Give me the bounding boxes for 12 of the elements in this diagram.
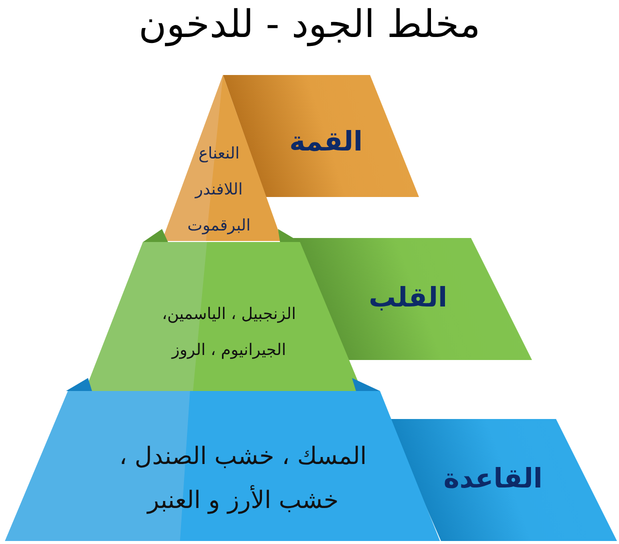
pyramid-tier: [5, 378, 440, 541]
ingredient-text: الزنجبيل ، الياسمين، الجيرانيوم ، الروز: [161, 303, 297, 361]
tier-label: القاعدة: [444, 464, 542, 494]
pyramid-tier: [162, 75, 282, 241]
tier-label: القلب: [368, 282, 448, 314]
ingredient-text: اللافندر: [195, 180, 243, 198]
ingredient-text: البرقموت: [187, 216, 251, 234]
diagram-title: مخلط الجود - للدخون: [138, 2, 480, 46]
tier-label: القمة: [289, 126, 363, 158]
ingredient-text: النعناع: [198, 144, 240, 162]
tier-label-tab: [293, 238, 532, 360]
ingredient-text: المسك ، خشب الصندل ، خشب الأرز و العنبر: [118, 441, 368, 516]
